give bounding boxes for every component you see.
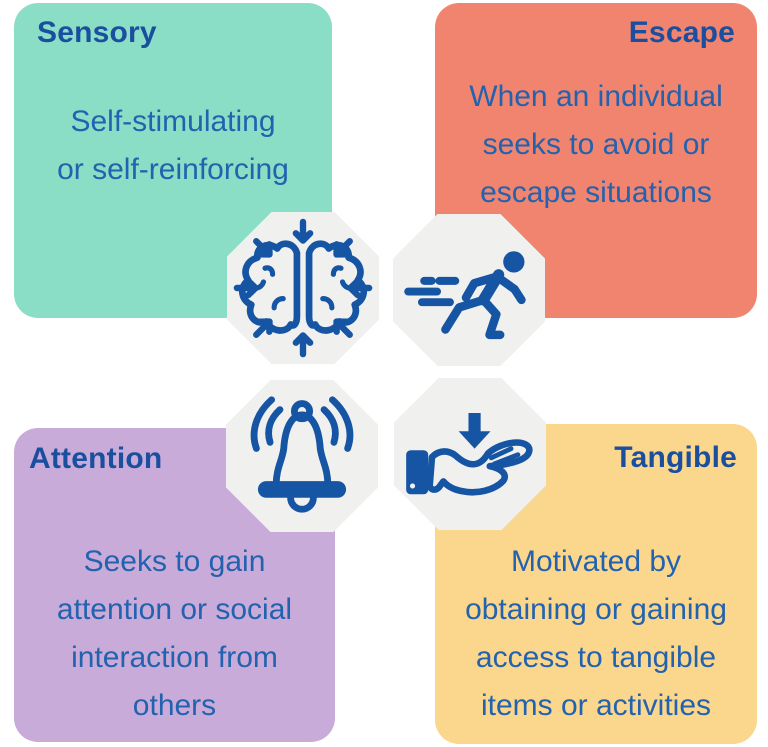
- brain-inward-arrows-icon: [227, 212, 379, 364]
- escape-body: When an individual seeks to avoid or esc…: [469, 80, 723, 209]
- attention-title: Attention: [29, 442, 163, 475]
- attention-body: Seeks to gain attention or social intera…: [56, 545, 293, 722]
- escape-title: Escape: [628, 16, 735, 49]
- running-person-icon: [404, 251, 526, 340]
- card-sensory: Sensory Self-stimulating or self-reinfor…: [14, 3, 332, 318]
- badge-tangible: [394, 378, 546, 530]
- sensory-body: Self-stimulating or self-reinforcing: [57, 105, 289, 186]
- badge-escape: [393, 214, 545, 366]
- badge-attention: [226, 380, 378, 532]
- card-escape: Escape When an individual seeks to avoid…: [435, 3, 757, 318]
- card-attention: Attention Seeks to gain attention or soc…: [14, 428, 335, 742]
- tangible-title: Tangible: [614, 441, 737, 474]
- tangible-body: Motivated by obtaining or gaining access…: [465, 545, 727, 722]
- sensory-title: Sensory: [37, 16, 157, 49]
- receiving-hand-icon: [406, 412, 533, 496]
- badge-sensory: [227, 212, 379, 364]
- ringing-bell-icon: [250, 396, 354, 513]
